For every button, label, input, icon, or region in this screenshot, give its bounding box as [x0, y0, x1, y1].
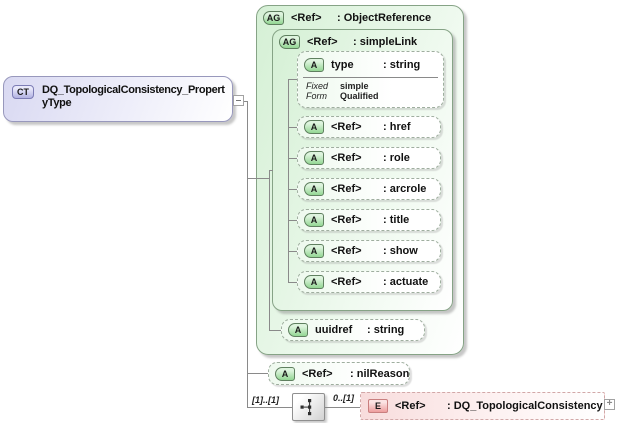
- connector-line: [247, 373, 268, 374]
- connector-line: [269, 170, 270, 331]
- complex-type-node[interactable]: CT DQ_TopologicalConsistency_PropertyTyp…: [3, 76, 233, 122]
- sequence-compositor-node[interactable]: [292, 393, 325, 421]
- attribute-role-node[interactable]: A <Ref> : role: [297, 147, 441, 169]
- attribute-type: : string: [383, 59, 421, 71]
- facet-list: Fixed simple Form Qualified: [303, 78, 438, 101]
- expand-button[interactable]: +: [604, 399, 615, 410]
- connector-line: [247, 101, 248, 408]
- object-reference-header: AG <Ref> : ObjectReference: [257, 6, 463, 25]
- attribute-name: <Ref>: [331, 214, 362, 226]
- attribute-type: : string: [367, 324, 405, 336]
- minus-icon: [236, 100, 241, 101]
- simplelink-header: AG <Ref> : simpleLink: [273, 30, 452, 49]
- attribute-name: <Ref>: [331, 121, 362, 133]
- attribute-name: <Ref>: [331, 245, 362, 257]
- attribute-type: : nilReason: [350, 367, 410, 380]
- facet-label: Fixed: [306, 81, 329, 91]
- attribute-show-node[interactable]: A <Ref> : show: [297, 240, 441, 262]
- collapse-handle[interactable]: [233, 95, 244, 106]
- element-name: <Ref>: [395, 400, 426, 412]
- connector-line: [325, 407, 360, 408]
- connector-line: [288, 158, 297, 159]
- attribute-type: : role: [383, 152, 410, 164]
- attribute-name: <Ref>: [331, 152, 362, 164]
- attribute-uuidref-node[interactable]: A uuidref : string: [281, 319, 425, 341]
- facet-value: Qualified: [340, 91, 379, 101]
- attribute-href-node[interactable]: A <Ref> : href: [297, 116, 441, 138]
- simplelink-name: <Ref>: [307, 36, 338, 48]
- connector-line: [288, 189, 297, 190]
- attribute-name: <Ref>: [302, 367, 333, 380]
- cardinality-label-left: [1]..[1]: [252, 395, 279, 405]
- attribute-type: : href: [383, 121, 411, 133]
- attribute-type: : title: [383, 214, 410, 226]
- attribute-nilreason-node[interactable]: A <Ref> : nilReason: [268, 362, 410, 385]
- cardinality-label-right: 0..[1]: [333, 393, 355, 403]
- attribute-badge: A: [304, 58, 324, 72]
- sequence-icon: [300, 399, 311, 416]
- facet-value: simple: [340, 81, 369, 91]
- attribute-arcrole-node[interactable]: A <Ref> : arcrole: [297, 178, 441, 200]
- object-reference-name: <Ref>: [291, 12, 322, 24]
- attribute-group-badge: AG: [263, 11, 284, 25]
- plus-icon: +: [606, 398, 613, 409]
- connector-line: [269, 330, 281, 331]
- object-reference-type: : ObjectReference: [337, 12, 432, 24]
- facet-label: Form: [306, 91, 327, 101]
- simplelink-type: : simpleLink: [353, 36, 418, 48]
- attribute-badge: A: [304, 182, 324, 196]
- connector-line: [247, 407, 292, 408]
- connector-line: [288, 251, 297, 252]
- attribute-name: <Ref>: [331, 183, 362, 195]
- connector-line: [244, 101, 247, 102]
- element-badge: E: [368, 399, 388, 413]
- attribute-type-node[interactable]: A type : string Fixed simple Form Qualif…: [297, 51, 444, 108]
- facet-separator: [303, 77, 438, 78]
- attribute-badge: A: [304, 244, 324, 258]
- connector-line: [247, 178, 269, 179]
- attribute-badge: A: [304, 151, 324, 165]
- attribute-type: : show: [383, 245, 418, 257]
- attribute-name: <Ref>: [331, 276, 362, 288]
- attribute-name: uuidref: [315, 324, 353, 336]
- attribute-badge: A: [304, 213, 324, 227]
- connector-line: [288, 220, 297, 221]
- connector-line: [288, 282, 297, 283]
- attribute-title-node[interactable]: A <Ref> : title: [297, 209, 441, 231]
- attribute-type: : actuate: [383, 276, 429, 288]
- attribute-actuate-node[interactable]: A <Ref> : actuate: [297, 271, 441, 293]
- attribute-badge: A: [304, 275, 324, 289]
- attribute-type: : arcrole: [383, 183, 427, 195]
- attribute-badge: A: [288, 323, 308, 337]
- connector-line: [269, 170, 273, 171]
- complex-type-badge: CT: [12, 85, 34, 99]
- element-type: : DQ_TopologicalConsistency: [447, 400, 603, 412]
- attribute-badge: A: [304, 120, 324, 134]
- connector-line: [288, 79, 289, 283]
- attribute-name: type: [331, 59, 354, 71]
- connector-line: [288, 79, 297, 80]
- element-dq-topologicalconsistency-node[interactable]: E <Ref> : DQ_TopologicalConsistency: [360, 392, 605, 420]
- attribute-badge: A: [275, 366, 295, 381]
- connector-line: [288, 127, 297, 128]
- attribute-group-badge: AG: [279, 35, 300, 49]
- complex-type-name: DQ_TopologicalConsistency_PropertyType: [42, 84, 225, 109]
